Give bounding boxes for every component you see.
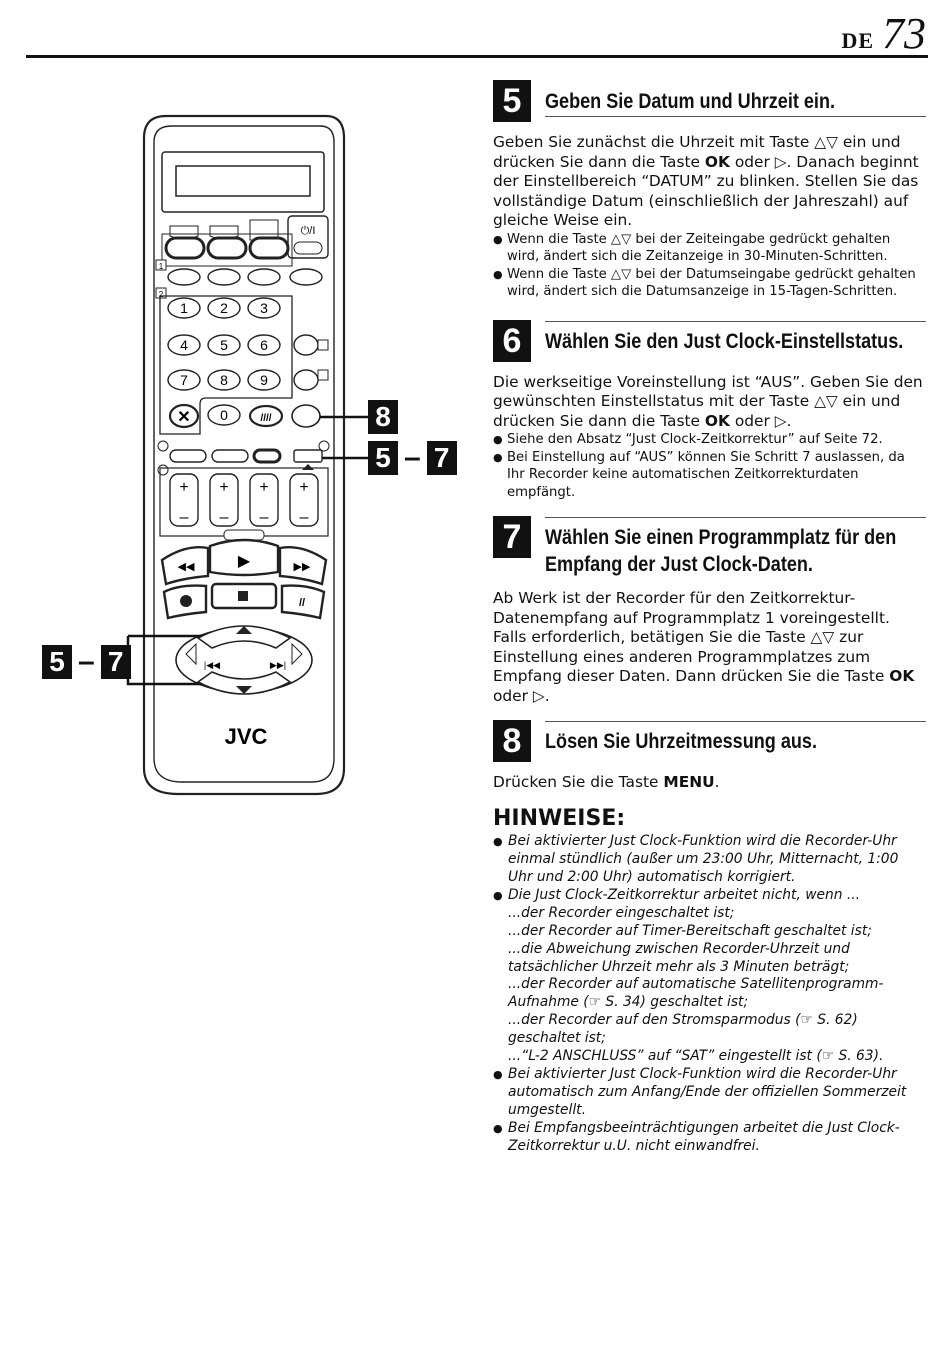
callout-5-7-right: 5 – 7 — [368, 441, 457, 475]
step-title: Wählen Sie den Just Clock-Einstellstatus… — [545, 329, 904, 353]
callout-8: 8 — [368, 400, 398, 434]
step-bullet: Siehe den Absatz “Just Clock-Zeitkorrekt… — [493, 431, 926, 449]
step-number: 7 — [493, 516, 531, 558]
svg-text:–: – — [300, 509, 309, 526]
key-9: 9 — [260, 372, 268, 388]
note-item: Bei aktivierter Just Clock-Funktion wird… — [493, 833, 926, 887]
key-0: 0 — [220, 407, 228, 423]
svg-text:–: – — [180, 509, 189, 526]
svg-text:▶▶|: ▶▶| — [270, 660, 286, 670]
step-title: Geben Sie Datum und Uhrzeit ein. — [545, 90, 836, 113]
svg-text:+: + — [179, 479, 188, 496]
callout-7-badge: 7 — [426, 441, 457, 475]
page-header: DE 73 — [841, 12, 926, 56]
svg-text:1: 1 — [159, 262, 164, 271]
language-code: DE — [841, 28, 874, 53]
callout-5-badge: 5 — [42, 645, 72, 679]
note-item: Bei aktivierter Just Clock-Funktion wird… — [493, 1066, 926, 1120]
key-2: 2 — [220, 300, 228, 316]
callout-dash: – — [404, 441, 421, 474]
step-rule — [545, 720, 926, 722]
power-label: ⏻/I — [301, 225, 316, 237]
svg-text:–: – — [220, 509, 229, 526]
step-7: 7 Wählen Sie einen Programmplatz für den… — [493, 516, 926, 707]
remote-control-illustration: ⏻/I 1 2 1 2 3 4 5 6 7 8 — [126, 108, 456, 798]
svg-text:+: + — [259, 479, 268, 496]
page-number: 73 — [882, 9, 926, 58]
svg-text://: // — [299, 597, 305, 609]
svg-text:◀◀: ◀◀ — [178, 561, 195, 573]
note-subitem: ...die Abweichung zwischen Recorder-Uhrz… — [508, 940, 850, 975]
step-6: 6 Wählen Sie den Just Clock-Einstellstat… — [493, 319, 926, 501]
svg-text:+: + — [219, 479, 228, 496]
step-title: Lösen Sie Uhrzeitmessung aus. — [545, 729, 817, 753]
callout-8-badge: 8 — [368, 400, 398, 434]
svg-text:|◀◀: |◀◀ — [204, 660, 220, 670]
notes-heading: HINWEISE: — [493, 806, 626, 832]
callout-7-badge: 7 — [100, 645, 131, 679]
step-number: 6 — [493, 319, 531, 362]
key-5: 5 — [220, 337, 228, 353]
svg-text:–: – — [260, 509, 269, 526]
key-3: 3 — [260, 300, 268, 316]
note-subitem: ...der Recorder auf den Stromsparmodus (… — [508, 1012, 858, 1047]
step-rule — [545, 517, 926, 518]
key-6: 6 — [260, 337, 268, 353]
callout-5-badge: 5 — [368, 441, 398, 475]
note-subitem: ...der Recorder auf Timer-Bereitschaft g… — [508, 922, 872, 939]
note-subitem: ...“L-2 ANSCHLUSS” auf “SAT” eingestellt… — [508, 1048, 884, 1065]
svg-text:+: + — [299, 479, 308, 496]
key-8: 8 — [220, 372, 228, 388]
step-title: Wählen Sie einen Programmplatz für den E… — [545, 526, 897, 576]
svg-text:2: 2 — [159, 290, 164, 299]
step-rule — [545, 320, 926, 322]
callout-dash: – — [78, 645, 95, 678]
note-item: Bei Empfangsbeeinträchtigungen arbeitet … — [493, 1120, 926, 1156]
note-subitem: ...der Recorder eingeschaltet ist; — [508, 904, 735, 921]
key-7: 7 — [180, 372, 188, 388]
step-number: 5 — [493, 80, 531, 122]
step-bullet: Wenn die Taste △▽ bei der Zeiteingabe ge… — [493, 231, 926, 266]
key-4: 4 — [180, 337, 188, 353]
step-rule — [545, 116, 926, 117]
step-5: 5 Geben Sie Datum und Uhrzeit ein. Geben… — [493, 80, 926, 301]
key-1: 1 — [180, 300, 188, 316]
note-subitem: ...der Recorder auf automatische Satelli… — [508, 976, 884, 1011]
step-text: Drücken Sie die Taste MENU. — [493, 772, 720, 791]
notes-list: Bei aktivierter Just Clock-Funktion wird… — [493, 833, 926, 1155]
step-number: 8 — [493, 719, 531, 762]
step-8: 8 Lösen Sie Uhrzeitmessung aus. Drücken … — [493, 719, 926, 793]
step-text: Geben Sie zunächst die Uhrzeit mit Taste… — [493, 133, 919, 230]
note-item: Die Just Clock-Zeitkorrektur arbeitet ni… — [493, 887, 926, 905]
header-rule — [26, 55, 928, 58]
step-bullet: Wenn die Taste △▽ bei der Datumseingabe … — [493, 266, 926, 301]
instructions-column: 5 Geben Sie Datum und Uhrzeit ein. Geben… — [493, 80, 926, 1155]
svg-text:▶▶: ▶▶ — [294, 561, 311, 573]
remote-brand: JVC — [225, 724, 268, 749]
svg-text:✕: ✕ — [177, 409, 190, 426]
callout-5-7-left: 5 – 7 — [42, 645, 131, 679]
step-text: Die werkseitige Voreinstellung ist “AUS”… — [493, 372, 923, 430]
step-text: Ab Werk ist der Recorder für den Zeitkor… — [493, 589, 915, 705]
svg-text:////: //// — [260, 413, 271, 424]
step-bullet: Bei Einstellung auf “AUS” können Sie Sch… — [493, 449, 926, 501]
svg-text:▶: ▶ — [238, 553, 251, 570]
